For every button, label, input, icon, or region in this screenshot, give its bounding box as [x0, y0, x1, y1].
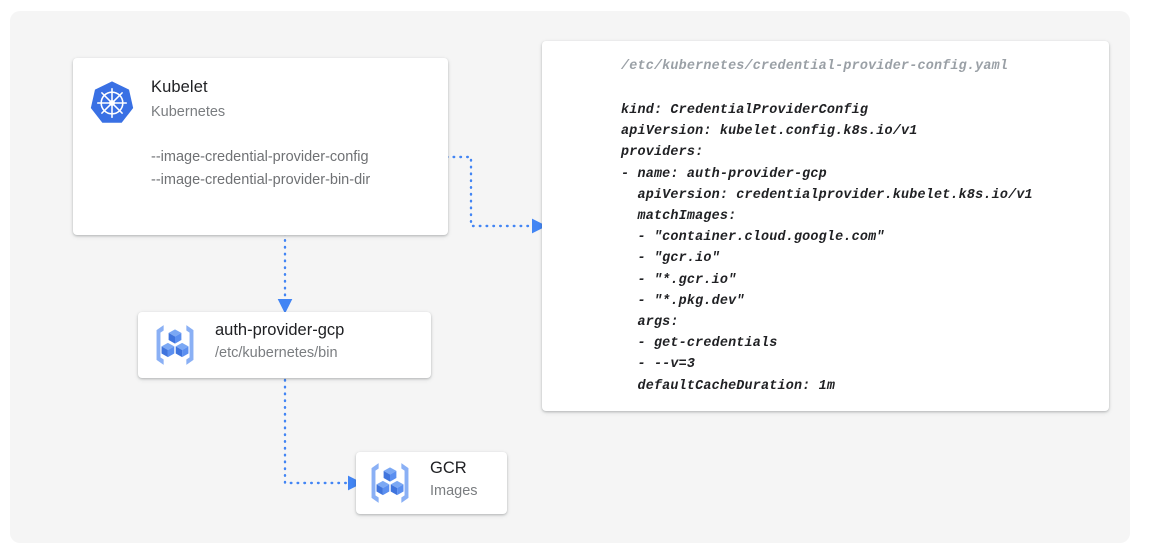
container-registry-icon	[367, 461, 413, 505]
kubelet-card-title: Kubelet	[151, 78, 208, 96]
kubelet-card-subtitle: Kubernetes	[151, 104, 226, 120]
config-yaml-content: kind: CredentialProviderConfig apiVersio…	[621, 103, 1033, 394]
container-registry-icon	[152, 323, 198, 367]
credential-provider-config-card[interactable]: /etc/kubernetes/credential-provider-conf…	[542, 41, 1109, 411]
auth-provider-gcp-card[interactable]: auth-provider-gcp /etc/kubernetes/bin	[138, 312, 431, 378]
auth-provider-gcp-card-subtitle: /etc/kubernetes/bin	[215, 345, 338, 361]
gcr-card-subtitle: Images	[430, 483, 478, 499]
kubelet-card-flags: --image-credential-provider-config --ima…	[151, 149, 371, 188]
kubelet-card[interactable]: Kubelet Kubernetes --image-credential-pr…	[73, 58, 448, 235]
config-file-path: /etc/kubernetes/credential-provider-conf…	[621, 59, 1009, 74]
gcr-card-title: GCR	[430, 459, 467, 477]
kubernetes-logo-icon	[89, 80, 135, 126]
auth-provider-gcp-card-title: auth-provider-gcp	[215, 321, 345, 339]
gcr-card[interactable]: GCR Images	[356, 452, 507, 514]
